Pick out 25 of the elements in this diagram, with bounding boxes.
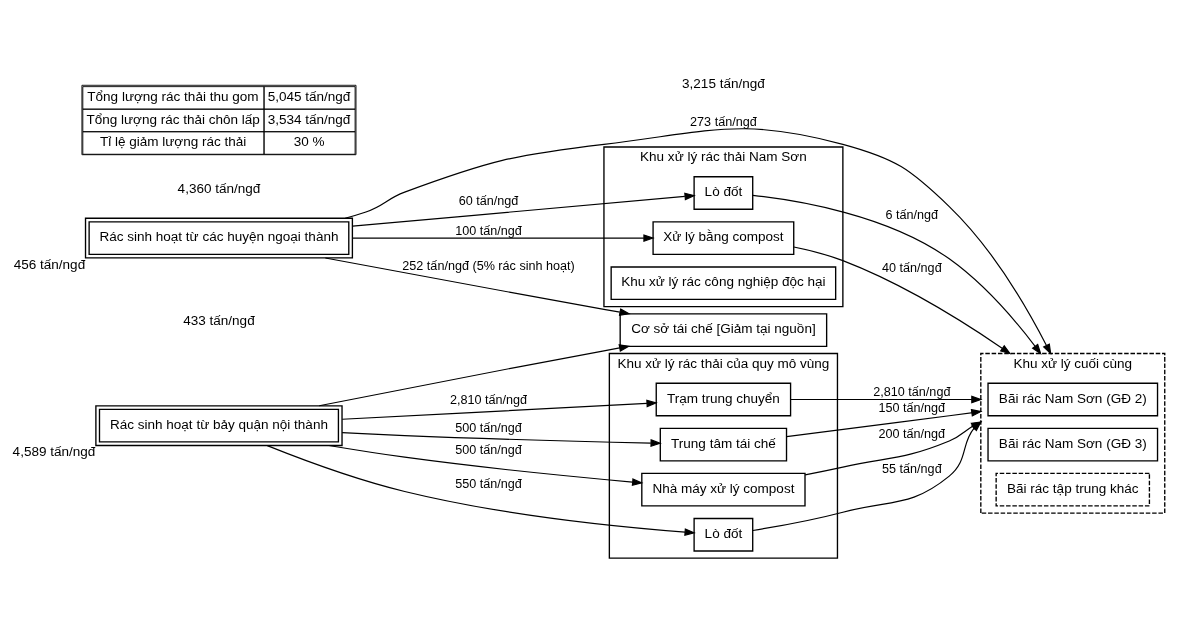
edge-label: 273 tấn/ngđ — [690, 114, 757, 129]
label: 3,215 tấn/ngđ — [682, 75, 765, 91]
edge-label: 40 tấn/ngđ — [882, 260, 942, 275]
label: 4,360 tấn/ngđ — [177, 180, 261, 196]
edge-label: 2,810 tấn/ngđ — [449, 392, 528, 407]
edge-label: 100 tấn/ngđ — [455, 223, 522, 238]
edge-label: 550 tấn/ngđ — [455, 476, 522, 491]
edge-label: 2,810 tấn/ngđ — [873, 384, 951, 399]
label: 30 % — [293, 133, 325, 149]
edge-label: 6 tấn/ngđ — [885, 207, 939, 222]
edge-label: 150 tấn/ngđ — [878, 400, 946, 415]
node-label: 4,589 tấn/ngđ — [12, 443, 96, 459]
label: Tỉ lệ giảm lượng rác thải — [99, 133, 247, 149]
label: Tổng lượng rác thải chôn lấp — [86, 111, 260, 127]
edge-label: 252 tấn/ngđ (5% rác sinh hoạt) — [402, 258, 575, 273]
edge-label: 55 tấn/ngđ — [882, 461, 942, 476]
node-label: 456 tấn/ngđ — [13, 256, 86, 272]
label: 5,045 tấn/ngđ — [267, 88, 351, 104]
edge-label: 500 tấn/ngđ — [455, 442, 522, 457]
edge-label: 60 tấn/ngđ — [458, 193, 519, 208]
edge-label: 200 tấn/ngđ — [878, 426, 946, 441]
label: Tổng lượng rác thải thu gom — [87, 88, 259, 104]
label: 433 tấn/ngđ — [183, 312, 255, 328]
edge-label: 500 tấn/ngđ — [455, 420, 522, 435]
label: 3,534 tấn/ngđ — [267, 111, 351, 127]
